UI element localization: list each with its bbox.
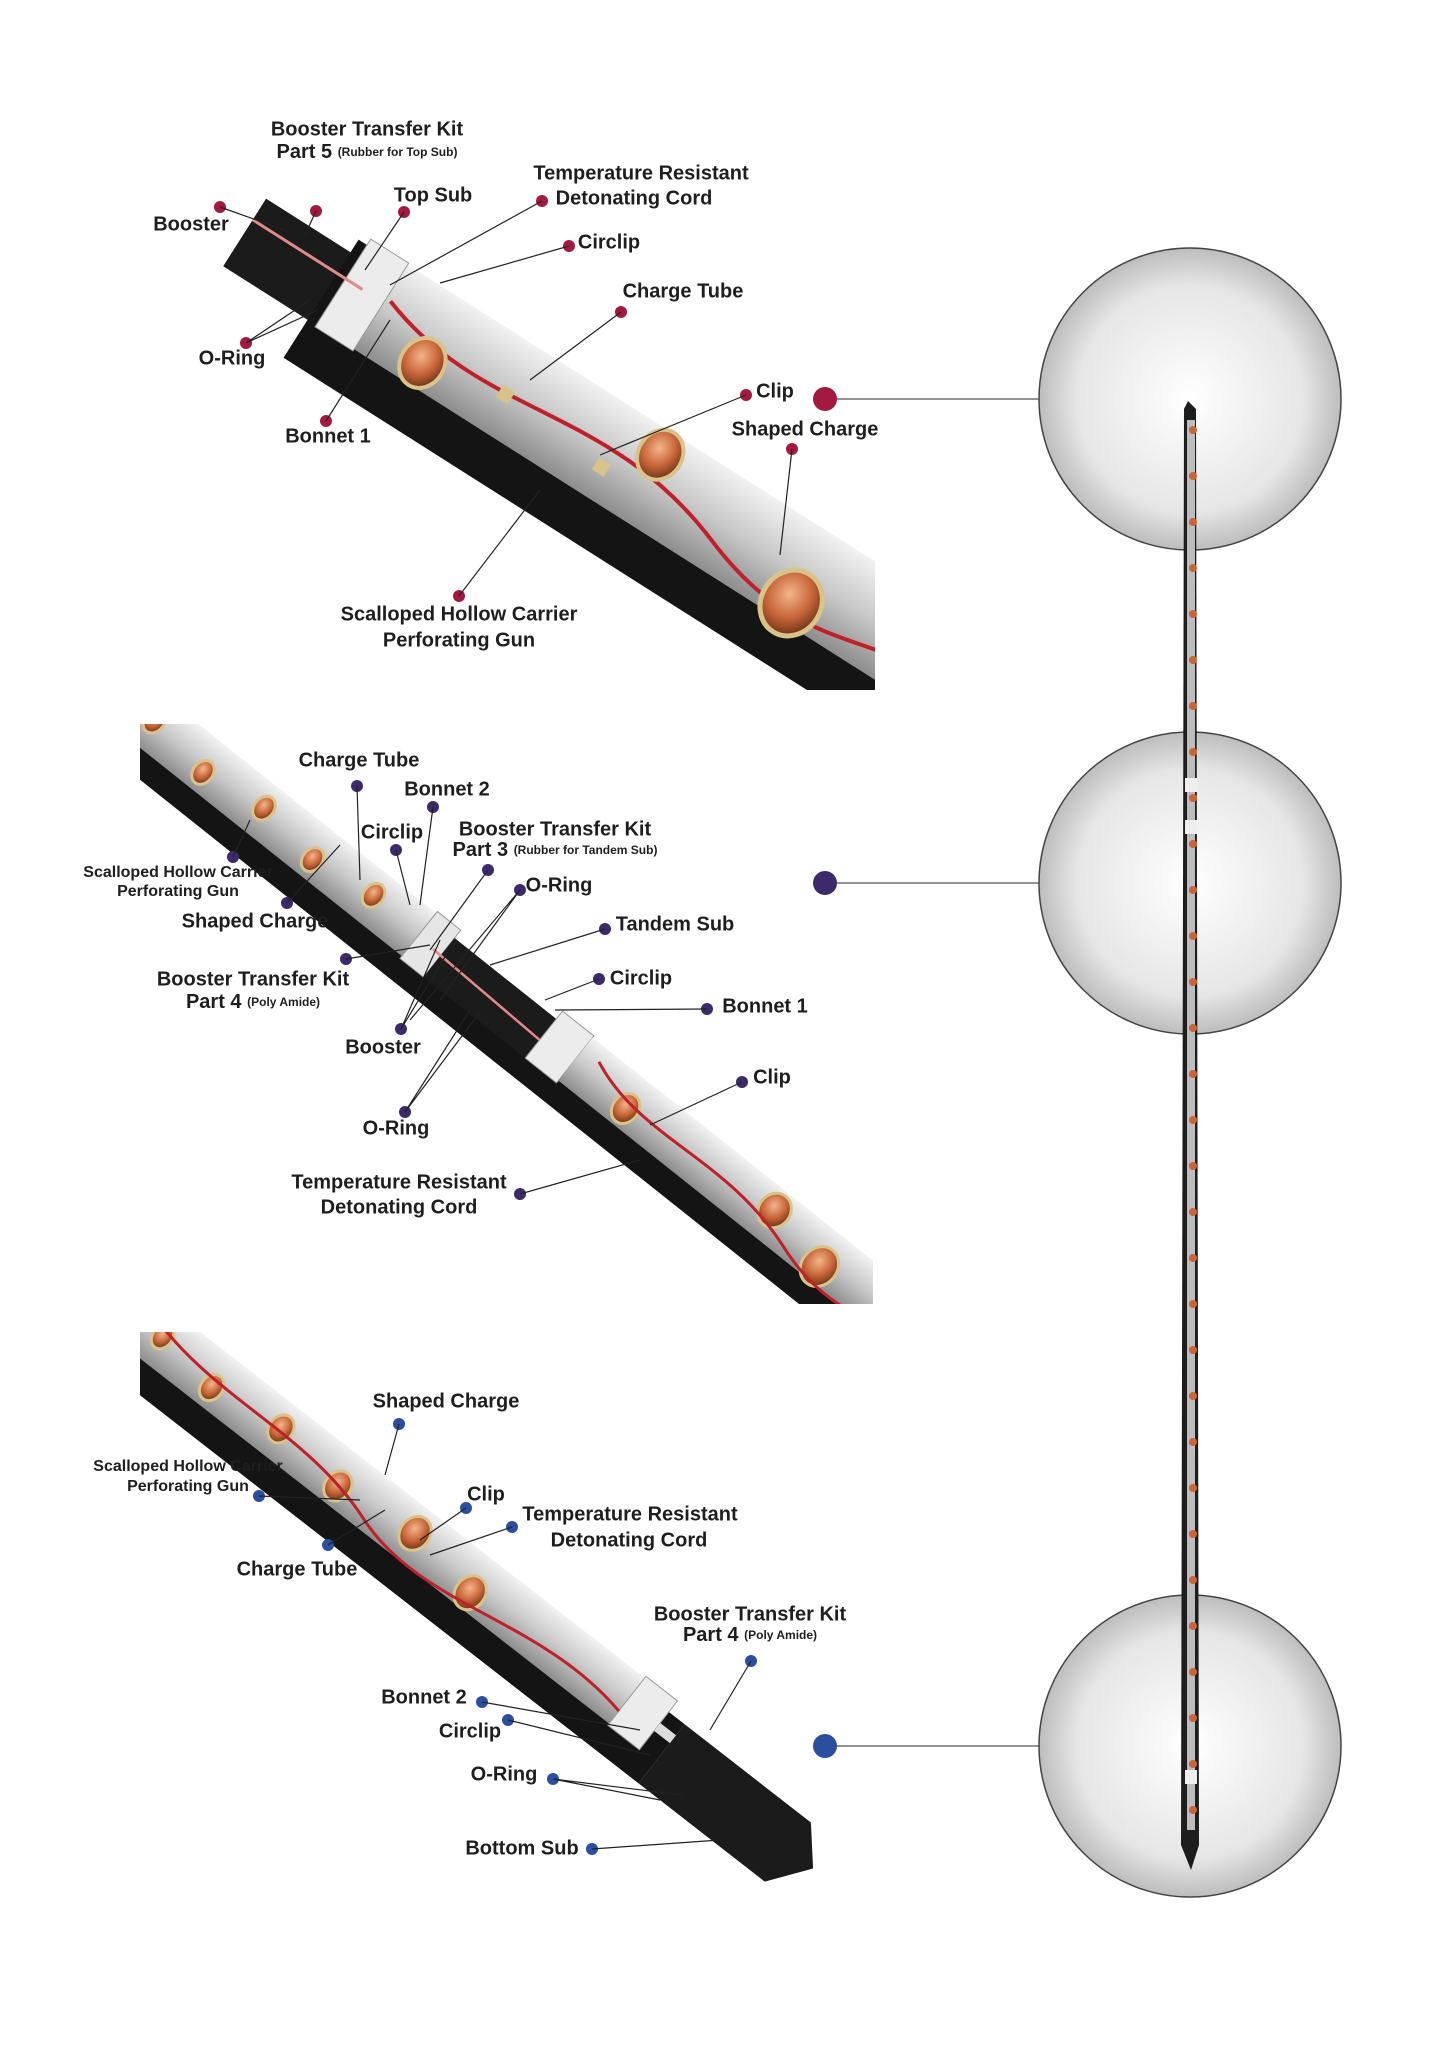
shaped-charge-mark <box>1189 1300 1197 1308</box>
shaped-charge-mark <box>1189 1254 1197 1262</box>
label-circlip: Circlip <box>578 231 640 253</box>
shaped-charge-mark <box>1189 1714 1197 1722</box>
label-circlip: Circlip <box>361 821 423 843</box>
shaped-charge-mark <box>1189 978 1197 986</box>
label-shaped-charge: Shaped Charge <box>182 910 329 932</box>
top-section-marker <box>813 387 837 411</box>
shaped-charge-mark <box>1189 1116 1197 1124</box>
shaped-charge-mark <box>1189 748 1197 756</box>
bottom-sub-section-render <box>140 1332 814 1882</box>
shaped-charge-mark <box>1189 656 1197 664</box>
shaped-charge-mark <box>1189 1806 1197 1814</box>
shaped-charge-mark <box>1189 794 1197 802</box>
label-o-ring: O-Ring <box>526 874 593 896</box>
shaped-charge-mark <box>1189 426 1197 434</box>
shaped-charge-mark <box>1189 518 1197 526</box>
label-booster: Booster <box>345 1036 421 1058</box>
shaped-charge-mark <box>1189 472 1197 480</box>
label-bottom-sub: Bottom Sub <box>465 1837 578 1859</box>
label-carrier-1: Scalloped Hollow Carrier <box>93 1458 282 1475</box>
label-btk4-part: Part 4 (Poly Amide) <box>683 1624 817 1646</box>
tandem-sub-section-render <box>140 724 873 1304</box>
middle-section-marker <box>813 871 837 895</box>
label-carrier-1: Scalloped Hollow Carrier <box>83 864 272 881</box>
label-carrier-2: Perforating Gun <box>117 883 239 900</box>
shaped-charge-mark <box>1189 840 1197 848</box>
label-cord-1: Temperature Resistant <box>533 162 749 184</box>
shaped-charge-mark <box>1189 1438 1197 1446</box>
shaped-charge-mark <box>1189 1760 1197 1768</box>
label-o-ring: O-Ring <box>199 347 266 369</box>
label-cord-1: Temperature Resistant <box>522 1503 738 1525</box>
label-cord-1: Temperature Resistant <box>291 1171 507 1193</box>
bottom-section-marker <box>813 1734 837 1758</box>
label-charge-tube: Charge Tube <box>299 749 420 771</box>
shaped-charge-mark <box>1189 1576 1197 1584</box>
label-bonnet-1: Bonnet 1 <box>285 425 371 447</box>
shaped-charge-mark <box>1189 1484 1197 1492</box>
label-charge-tube: Charge Tube <box>237 1558 358 1580</box>
label-btk3: Booster Transfer Kit <box>459 818 652 840</box>
label-bonnet-2: Bonnet 2 <box>404 778 490 800</box>
label-o-ring: O-Ring <box>471 1763 538 1785</box>
label-cord-2: Detonating Cord <box>551 1529 708 1551</box>
shaped-charge-mark <box>1189 1024 1197 1032</box>
label-cord-2: Detonating Cord <box>556 187 713 209</box>
label-shaped-charge: Shaped Charge <box>732 418 879 440</box>
label-bonnet-1: Bonnet 1 <box>722 995 808 1017</box>
label-circlip: Circlip <box>439 1720 501 1742</box>
label-carrier-1: Scalloped Hollow Carrier <box>341 603 578 625</box>
label-tandem-sub: Tandem Sub <box>616 913 735 935</box>
shaped-charge-mark <box>1189 1162 1197 1170</box>
bottom-callout-dots <box>253 1418 757 1855</box>
shaped-charge-mark <box>1189 1392 1197 1400</box>
label-carrier-2: Perforating Gun <box>383 629 535 651</box>
label-clip: Clip <box>467 1483 505 1505</box>
label-btk3-part: Part 3 (Rubber for Tandem Sub) <box>453 839 658 861</box>
label-charge-tube: Charge Tube <box>623 280 744 302</box>
full-gun-string <box>1181 401 1199 1870</box>
label-btk5-part: Part 5 (Rubber for Top Sub) <box>277 141 458 163</box>
label-btk4-part: Part 4 (Poly Amide) <box>186 991 320 1013</box>
shaped-charge-mark <box>1189 1346 1197 1354</box>
label-circlip-2: Circlip <box>610 967 672 989</box>
shaped-charge-mark <box>1189 564 1197 572</box>
shaped-charge-mark <box>1189 610 1197 618</box>
shaped-charge-mark <box>1189 1070 1197 1078</box>
top-callouts: Booster Transfer Kit Part 5 (Rubber for … <box>153 118 878 651</box>
shaped-charge-mark <box>1189 1668 1197 1676</box>
label-o-ring-2: O-Ring <box>363 1117 430 1139</box>
label-btk4: Booster Transfer Kit <box>157 968 350 990</box>
label-btk4: Booster Transfer Kit <box>654 1603 847 1625</box>
label-clip: Clip <box>753 1066 791 1088</box>
shaped-charge-mark <box>1189 1622 1197 1630</box>
label-carrier-2: Perforating Gun <box>127 1478 249 1495</box>
shaped-charge-mark <box>1189 1530 1197 1538</box>
top-sub-section-render <box>223 198 875 690</box>
middle-callouts: Charge Tube Bonnet 2 Circlip Booster Tra… <box>83 749 807 1218</box>
label-shaped-charge: Shaped Charge <box>373 1390 520 1412</box>
shaped-charge-mark <box>1189 1208 1197 1216</box>
shaped-charge-mark <box>1189 932 1197 940</box>
label-clip: Clip <box>756 380 794 402</box>
label-top-sub: Top Sub <box>394 184 473 206</box>
label-btk5: Booster Transfer Kit <box>271 118 464 140</box>
label-bonnet-2: Bonnet 2 <box>381 1686 467 1708</box>
bottom-callouts: Shaped Charge Scalloped Hollow Carrier P… <box>93 1390 846 1859</box>
overview-connectors <box>813 387 1040 1758</box>
shaped-charge-mark <box>1189 886 1197 894</box>
label-booster: Booster <box>153 213 229 235</box>
label-cord-2: Detonating Cord <box>321 1196 478 1218</box>
shaped-charge-mark <box>1189 702 1197 710</box>
